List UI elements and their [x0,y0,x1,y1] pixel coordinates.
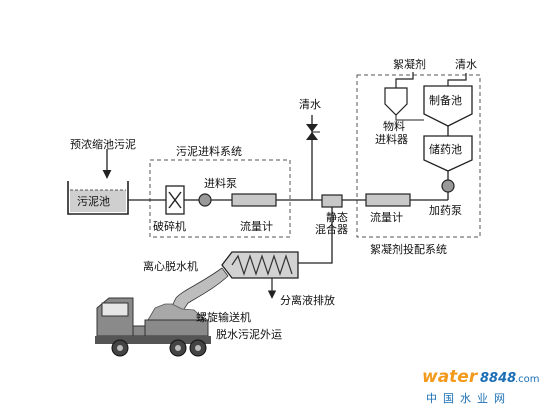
label-flocculant-dosing-system: 絮凝剂投配系统 [370,242,447,256]
label-dosing-pump: 加药泵 [429,204,462,217]
label-storage-tank: 储药池 [429,142,462,156]
label-flocculant: 絮凝剂 [393,57,426,71]
label-clear-water-top: 清水 [299,98,321,111]
label-sludge-tank: 污泥池 [77,195,110,208]
label-screw-conveyor: 螺旋输送机 [196,310,251,324]
sludge-feed-system-boundary [149,159,291,238]
label-crusher: 破碎机 [153,219,186,233]
flowmeter-2-icon [365,193,411,207]
preparation-tank-icon [423,85,473,127]
centrifuge-icon [221,251,299,279]
label-filtrate-discharge: 分离液排放 [280,293,335,307]
label-centrifuge: 离心脱水机 [143,259,198,273]
label-material-feeder-1: 物料 [383,119,405,133]
label-flowmeter-2: 流量计 [370,210,403,224]
label-static-mixer-1: 静态 [326,210,348,224]
sludge-tank [67,181,129,215]
label-sludge-feed-system: 污泥进料系统 [176,144,242,158]
label-feed-pump: 进料泵 [204,176,237,190]
flocculant-feed-line [395,72,414,88]
label-prethickener-sludge: 预浓缩池污泥 [70,138,136,151]
label-preparation-tank: 制备池 [429,93,462,107]
watermark-subtitle: 中国水业网 [426,392,511,405]
valve-icon [306,124,320,140]
truck-icon [95,297,211,357]
watermark-number: 8848 [480,371,516,386]
feed-pump-icon [198,193,212,207]
static-mixer-icon [321,194,343,208]
feeder-to-prep-line [395,115,424,121]
watermark-suffix: .com [515,374,540,385]
centrifuge-feed-pipe [298,207,333,264]
watermark-brand: water [422,367,479,387]
material-feeder-icon [384,87,408,116]
label-sludge-transport: 脱水污泥外运 [216,327,282,341]
flowmeter-1-icon [231,193,277,207]
crusher-icon [165,185,185,215]
storage-tank-icon [423,135,473,172]
label-static-mixer-2: 混合器 [315,222,348,236]
watermark-logo: water 8848 .com 中国水业网 [422,367,540,405]
dosing-pump-icon [441,179,455,193]
label-flowmeter-1: 流量计 [240,219,273,233]
flocculant-system-boundary [356,74,481,238]
clear-water-feed-line [447,73,467,86]
label-material-feeder-2: 进料器 [375,132,408,146]
label-clear-water-right: 清水 [455,58,477,71]
